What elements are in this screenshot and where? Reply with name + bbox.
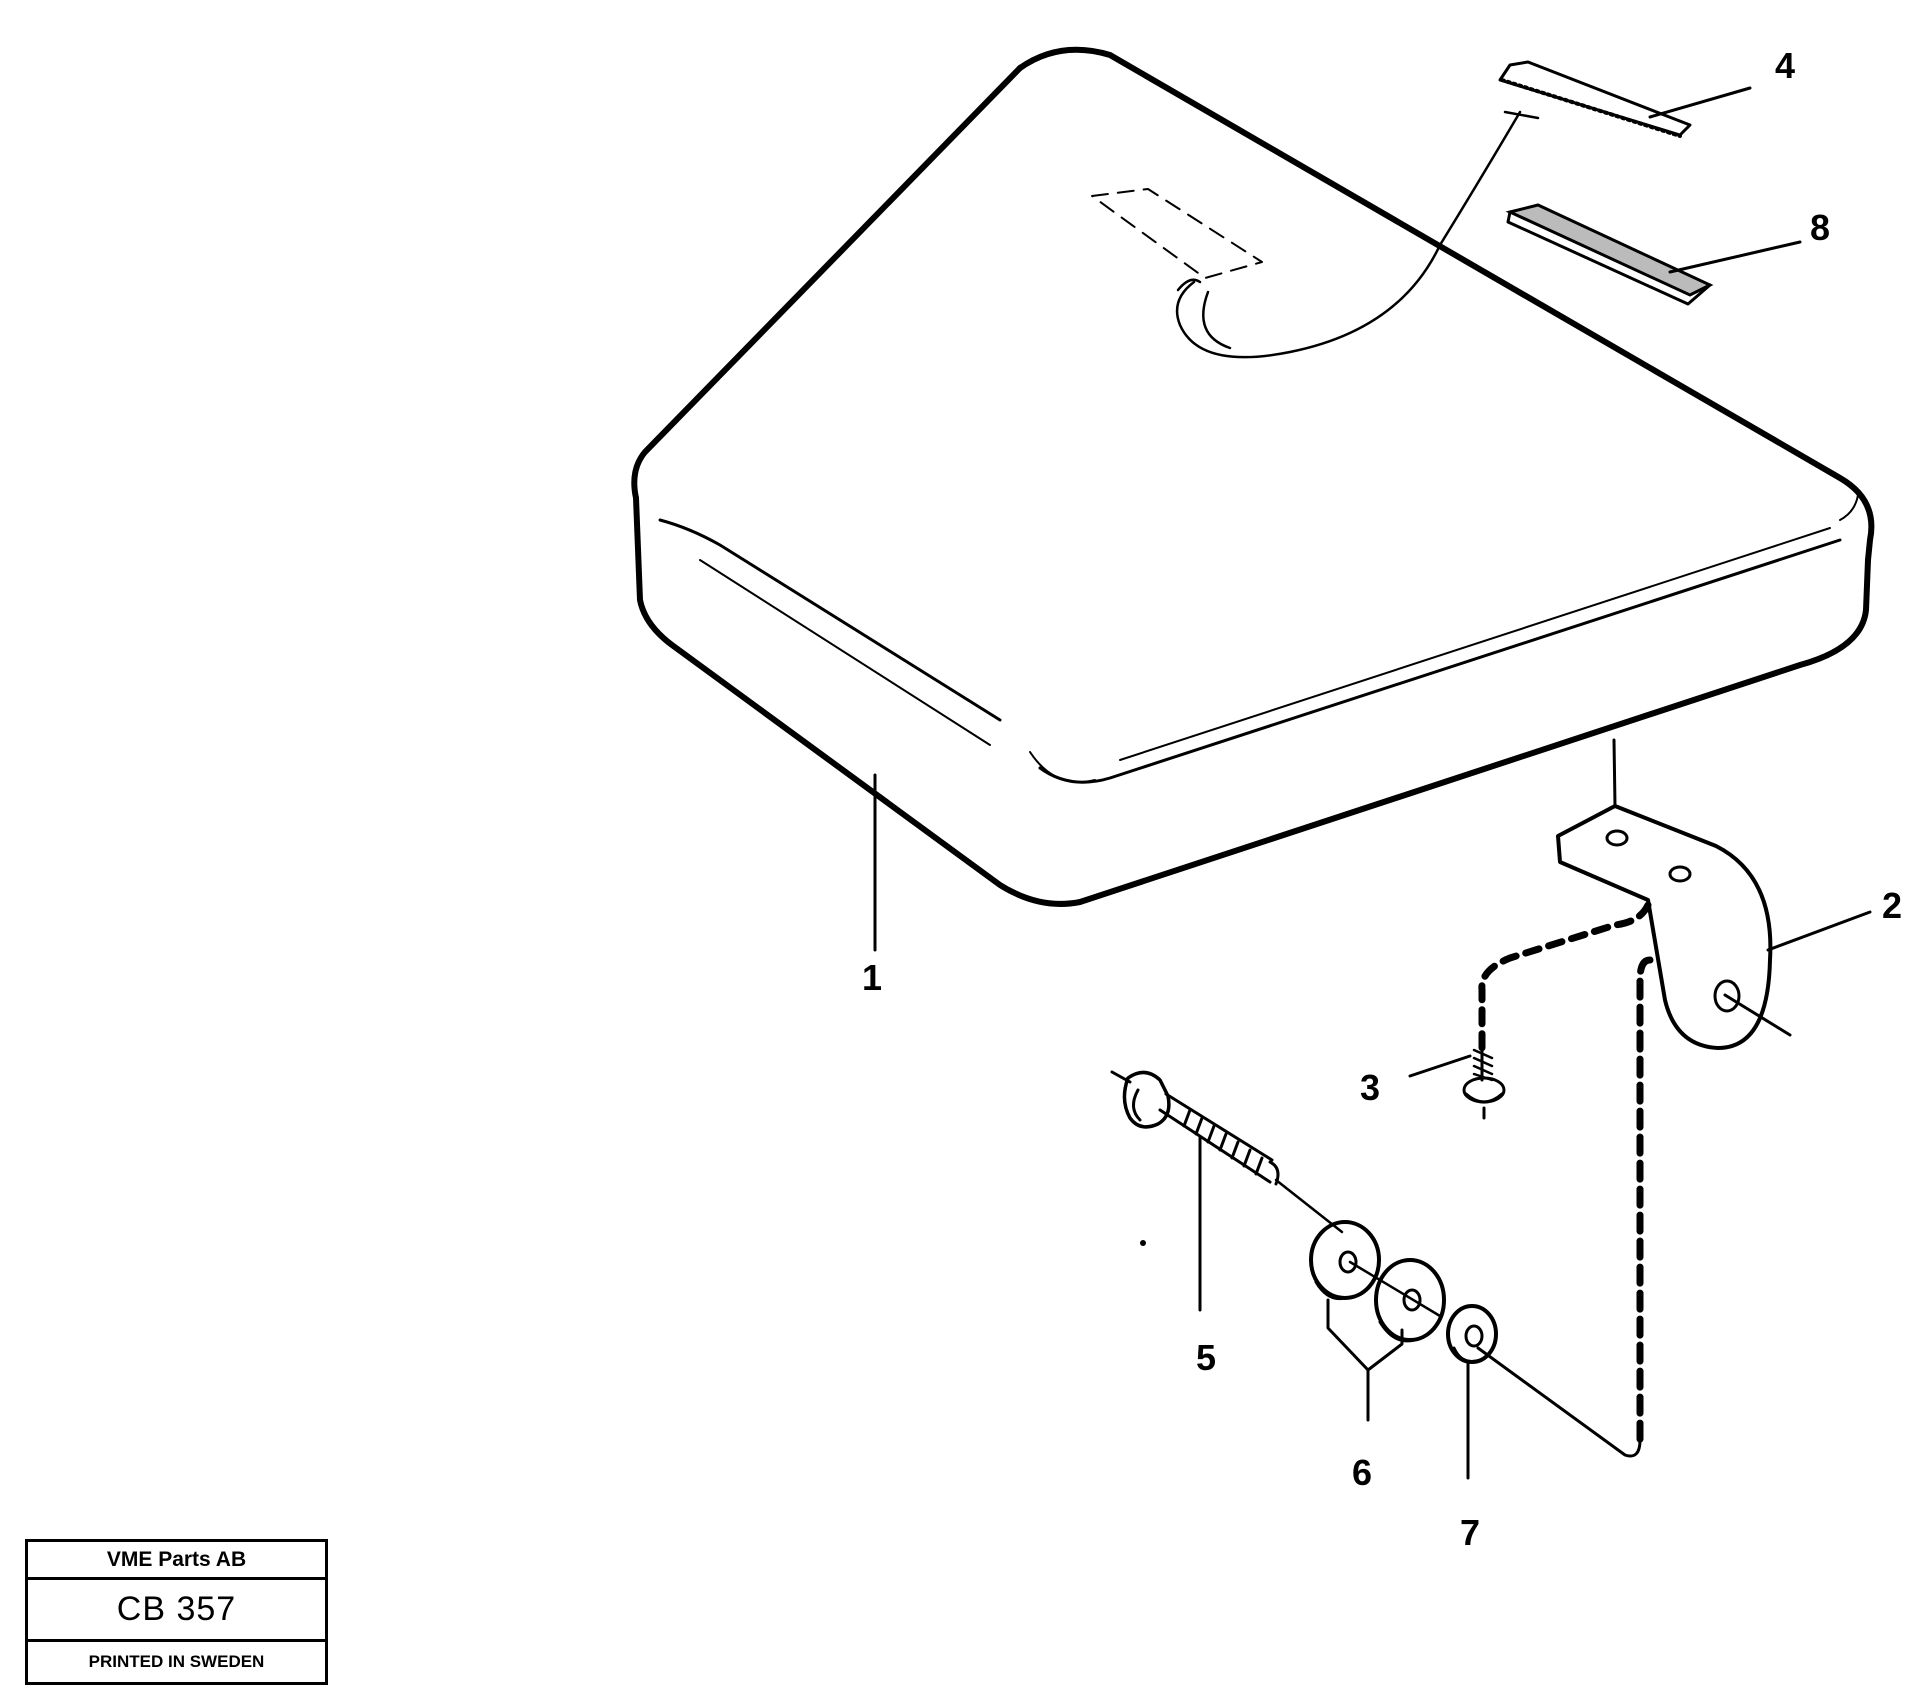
company-name: VME Parts AB — [28, 1542, 325, 1580]
callout-8: 8 — [1810, 207, 1830, 248]
callout-6: 6 — [1352, 1452, 1372, 1493]
pad-part-8 — [1505, 203, 1802, 306]
washers-part-6 — [1309, 1220, 1446, 1422]
strip-part-4 — [1498, 60, 1752, 138]
nut-part-7 — [1446, 1304, 1498, 1480]
seat-cushion — [631, 46, 1875, 907]
screw-part-3 — [1408, 1046, 1506, 1120]
callout-4: 4 — [1775, 45, 1795, 86]
callout-3: 3 — [1360, 1067, 1380, 1108]
callout-1: 1 — [862, 957, 882, 998]
callout-7: 7 — [1460, 1512, 1480, 1553]
callout-2: 2 — [1882, 885, 1902, 926]
bracket-part-2 — [1476, 738, 1872, 1458]
title-block: VME Parts AB CB 357 PRINTED IN SWEDEN — [25, 1539, 328, 1685]
dot-mark — [1140, 1240, 1146, 1246]
callout-5: 5 — [1196, 1337, 1216, 1378]
bolt-part-5 — [1110, 1070, 1344, 1312]
drawing-code: CB 357 — [28, 1580, 325, 1642]
printed-note: PRINTED IN SWEDEN — [88, 1652, 265, 1671]
